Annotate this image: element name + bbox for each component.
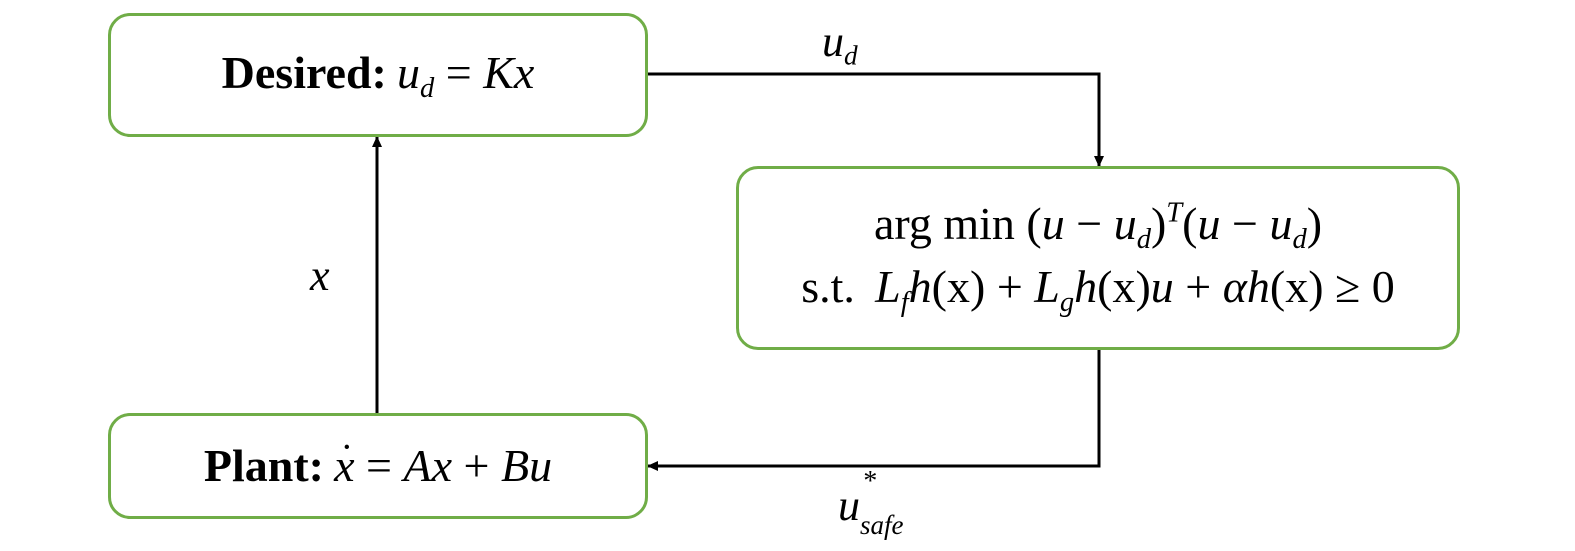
signal-usafe-scripts: * safe xyxy=(860,468,904,539)
qp-subject-to: s.t. xyxy=(801,261,855,312)
qp-u: u xyxy=(1197,198,1221,250)
barrier-h: h xyxy=(1074,261,1098,312)
control-u: u xyxy=(1150,261,1174,312)
qp-u: u xyxy=(1041,198,1065,250)
qp-close-paren: ) xyxy=(1306,198,1323,250)
qp-ud: u xyxy=(1269,198,1293,250)
state-derivative: ˙x xyxy=(334,437,354,495)
plus-sign: + xyxy=(985,261,1035,312)
signal-label-ud: ud xyxy=(822,20,858,70)
lie-derivative-L: L xyxy=(875,261,901,312)
qp-open-paren: ( xyxy=(1182,198,1198,250)
qp-minus: − xyxy=(1220,198,1270,250)
alpha-symbol: α xyxy=(1222,261,1247,312)
barrier-h: h xyxy=(908,261,932,312)
signal-x-base: x xyxy=(310,251,330,300)
state-x: x xyxy=(334,440,355,492)
qp-constraint-line: s.t.Lfh(x) + Lgh(x)u + αh(x) ≥ 0 xyxy=(801,258,1395,321)
desired-label: Desired: xyxy=(221,46,387,98)
constraint-relation: ≥ 0 xyxy=(1323,261,1395,312)
barrier-arg: (x) xyxy=(1097,261,1151,312)
barrier-h: h xyxy=(1246,261,1270,312)
signal-ud-subscript: d xyxy=(844,40,858,71)
signal-usafe-base: u xyxy=(838,481,860,530)
desired-rhs: Kx xyxy=(483,46,535,98)
desired-relation: = xyxy=(434,46,484,98)
plant-label: Plant: xyxy=(203,440,325,492)
signal-usafe-superscript: * xyxy=(862,466,876,497)
signal-ud-base: u xyxy=(822,17,844,66)
lie-derivative-subscript-g: g xyxy=(1059,287,1075,319)
arrow-qp-to-plant xyxy=(647,350,1101,471)
plant-box: Plant:˙x = Ax + Bu xyxy=(108,413,648,519)
qp-transpose: T xyxy=(1166,197,1183,229)
desired-lhs-subscript: d xyxy=(420,72,435,104)
plus-sign: + xyxy=(452,440,501,492)
arrow-desired-to-qp xyxy=(648,72,1104,167)
qp-ud-subscript: d xyxy=(1292,224,1307,256)
plant-relation: = xyxy=(354,440,404,492)
qp-objective-line: arg min (u − ud)T(u − ud) xyxy=(874,195,1322,258)
desired-equation: Desired:ud = Kx xyxy=(222,44,535,107)
plus-sign: + xyxy=(1173,261,1223,312)
derivative-dot: ˙ xyxy=(339,435,354,482)
qp-ud-subscript: d xyxy=(1136,224,1151,256)
qp-argmin-prefix: arg min ( xyxy=(873,198,1042,250)
lie-derivative-L: L xyxy=(1034,261,1060,312)
barrier-arg: (x) xyxy=(931,261,986,312)
plant-equation: Plant:˙x = Ax + Bu xyxy=(204,437,552,495)
lie-derivative-subscript-f: f xyxy=(900,287,909,319)
desired-controller-box: Desired:ud = Kx xyxy=(108,13,648,137)
desired-lhs: u xyxy=(397,46,420,98)
qp-minus: − xyxy=(1064,198,1114,250)
signal-label-usafe: u* safe xyxy=(838,468,904,539)
qp-ud: u xyxy=(1113,198,1137,250)
barrier-arg: (x) xyxy=(1269,261,1324,312)
plant-term-bu: Bu xyxy=(500,440,553,492)
signal-label-x: x xyxy=(310,254,330,298)
plant-term-ax: Ax xyxy=(403,440,453,492)
signal-usafe-subscript: safe xyxy=(860,510,904,540)
safety-filter-qp-box: arg min (u − ud)T(u − ud) s.t.Lfh(x) + L… xyxy=(736,166,1460,350)
qp-close-paren: ) xyxy=(1150,198,1167,250)
